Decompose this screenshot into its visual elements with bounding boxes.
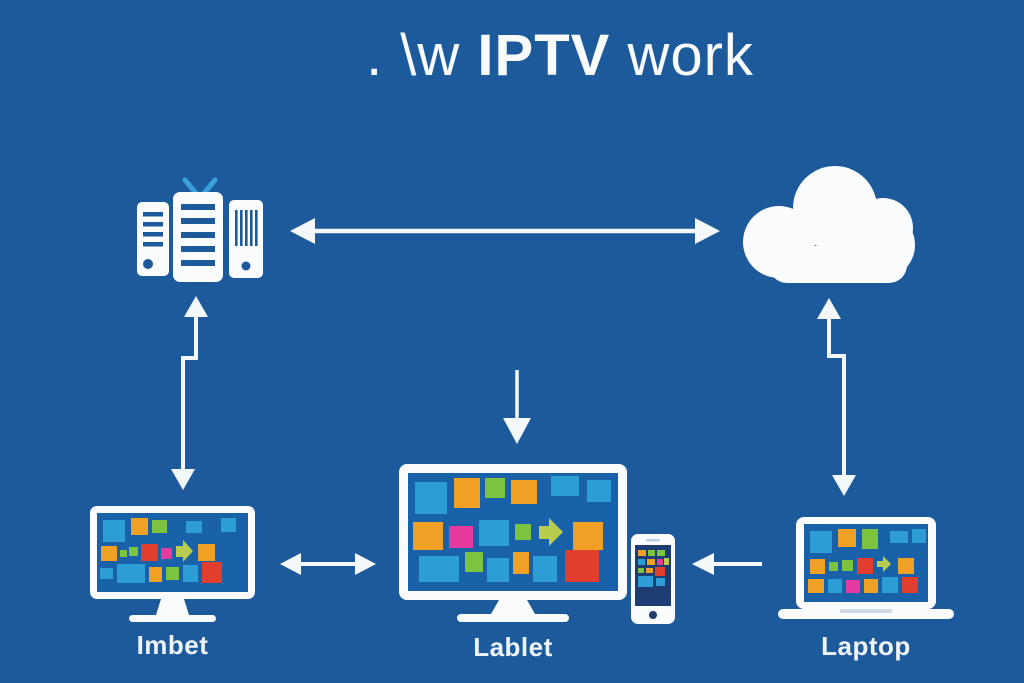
- tv-svg: [90, 506, 255, 622]
- server-unit-right: [229, 200, 263, 278]
- tv-icon: [90, 506, 255, 629]
- arrowhead-up: [184, 296, 208, 317]
- media-server-icon: [135, 176, 265, 293]
- laptop-icon: [778, 517, 954, 626]
- arrowhead-down: [503, 418, 531, 444]
- media-server-svg: [137, 177, 263, 282]
- arrowhead-right: [695, 218, 720, 244]
- smartphone-icon: [631, 534, 675, 629]
- play-arrow-glyph: [539, 518, 563, 546]
- tablet-app-tiles: [413, 476, 611, 582]
- phone-speaker: [646, 539, 660, 542]
- play-arrow-glyph: [176, 540, 193, 562]
- phone-home-button: [649, 611, 657, 619]
- arrowhead-up: [817, 298, 841, 319]
- arrow-server-tv-svg: [171, 296, 208, 490]
- arrow-server-cloud-svg: [290, 218, 720, 244]
- arrow-tv-tablet: [278, 549, 378, 584]
- laptop-svg: [778, 517, 954, 619]
- title-suffix: work: [610, 23, 754, 88]
- server-unit-middle: [173, 192, 223, 282]
- arrow-down-tablet-svg: [503, 370, 531, 444]
- arrowhead-left: [280, 553, 301, 575]
- tv-stand-neck: [156, 599, 189, 615]
- tablet-label: Lablet: [473, 632, 553, 662]
- laptop-app-tiles: [808, 529, 926, 593]
- title-prefix: . \w: [366, 23, 478, 88]
- page-title: . \w IPTV work: [0, 22, 1024, 89]
- phone-app-tiles: [638, 550, 669, 587]
- arrow-laptop-phone-svg: [692, 553, 762, 575]
- arrowhead-right: [355, 553, 376, 575]
- arrowhead-down: [832, 475, 856, 496]
- tablet-svg: [399, 464, 627, 622]
- tablet-stand-neck: [491, 600, 535, 614]
- tablet-stand-base: [457, 614, 569, 622]
- laptop-base-notch: [840, 609, 892, 613]
- title-emphasis: IPTV: [477, 23, 611, 88]
- arrow-cloud-laptop: [810, 296, 856, 503]
- laptop-base: [778, 609, 954, 619]
- tv-label: Imbet: [136, 630, 209, 660]
- arrow-down-tablet: [499, 366, 535, 451]
- arrow-laptop-phone: [690, 549, 764, 584]
- server-unit-left: [137, 202, 169, 276]
- arrow-server-cloud: [288, 214, 722, 253]
- arrow-tv-tablet-svg: [280, 553, 376, 575]
- cloud-icon: [735, 150, 920, 290]
- cloud-svg: [743, 166, 915, 283]
- cloud-shape: [743, 166, 915, 283]
- arrowhead-left: [692, 553, 714, 575]
- tv-stand-base: [129, 615, 216, 622]
- arrow-server-tv: [170, 294, 214, 497]
- arrowhead-left: [290, 218, 315, 244]
- smartphone-svg: [631, 534, 675, 624]
- arrow-cloud-laptop-svg: [817, 298, 856, 496]
- arrowhead-down: [171, 469, 195, 490]
- tv-app-tiles: [100, 518, 236, 583]
- play-arrow-glyph: [877, 556, 891, 572]
- tablet-icon: [399, 464, 627, 627]
- laptop-label: Laptop: [821, 631, 911, 661]
